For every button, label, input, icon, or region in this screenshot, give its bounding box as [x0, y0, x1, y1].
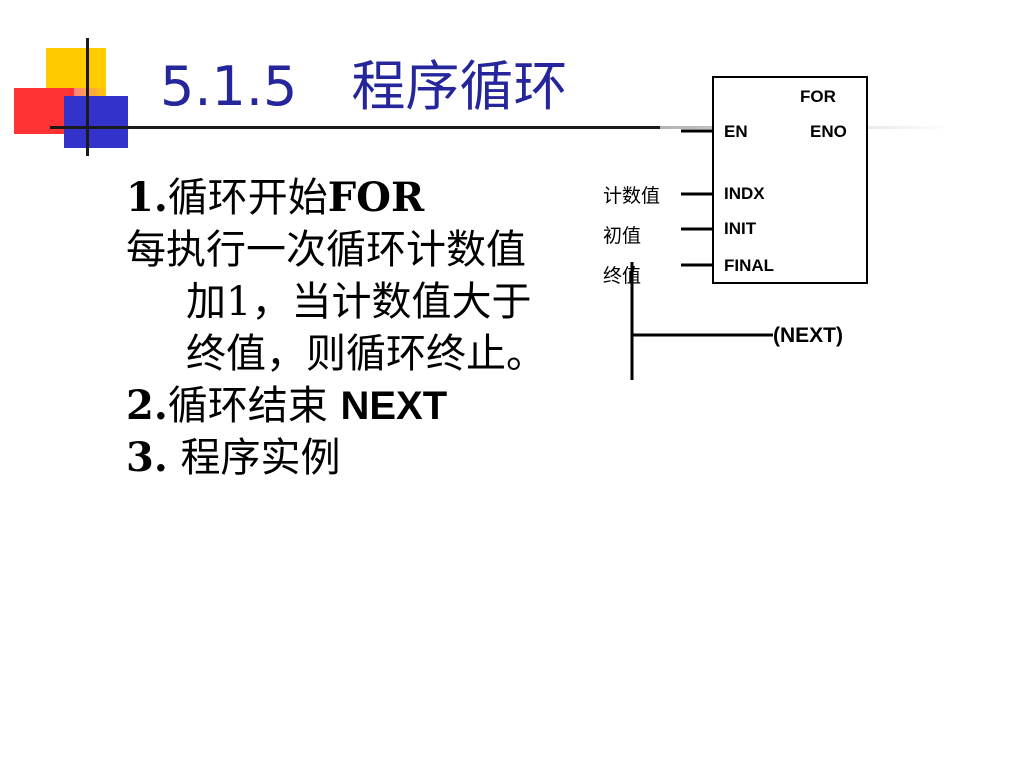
bullet-list: 1.循环开始FOR 每执行一次循环计数值 加1，当计数值大于 终值，则循环终止。… — [126, 172, 596, 484]
initial-value-label: 初值 — [603, 225, 641, 247]
title-underline — [50, 126, 660, 129]
bullet-1: 1.循环开始FOR — [126, 172, 596, 224]
bullet-desc-line3: 终值，则循环终止。 — [186, 331, 546, 377]
bullet-desc-line1: 每执行一次循环计数值 — [126, 227, 526, 273]
decor-blue-square — [64, 96, 128, 148]
bullet-3-number: 3. — [126, 434, 168, 481]
bullet-2: 2.循环结束 NEXT — [126, 380, 596, 432]
bullet-2-text: 循环结束 — [167, 383, 341, 429]
bullet-1-keyword: FOR — [327, 174, 425, 221]
final-pin-label: FINAL — [724, 256, 774, 275]
decor-vertical-rule — [86, 38, 89, 156]
eno-pin-label: ENO — [810, 122, 847, 141]
init-pin-label: INIT — [724, 219, 757, 238]
bullet-3-text: 程序实例 — [167, 435, 341, 481]
bullet-1-number: 1. — [126, 174, 168, 221]
indx-pin-label: INDX — [724, 184, 765, 203]
count-value-label: 计数值 — [603, 185, 660, 207]
bullet-3: 3. 程序实例 — [126, 432, 596, 484]
bullet-2-keyword: NEXT — [340, 384, 448, 428]
next-coil-label: (NEXT) — [773, 324, 843, 347]
bullet-2-number: 2. — [126, 382, 168, 429]
for-box — [712, 76, 868, 284]
final-value-label: 终值 — [603, 265, 641, 287]
slide-title: 5.1.5 程序循环 — [160, 55, 568, 118]
en-pin-label: EN — [724, 122, 748, 141]
for-box-title: FOR — [800, 87, 836, 106]
bullet-desc-line2: 加1，当计数值大于 — [186, 279, 532, 325]
bullet-1-text: 循环开始 — [167, 175, 328, 221]
